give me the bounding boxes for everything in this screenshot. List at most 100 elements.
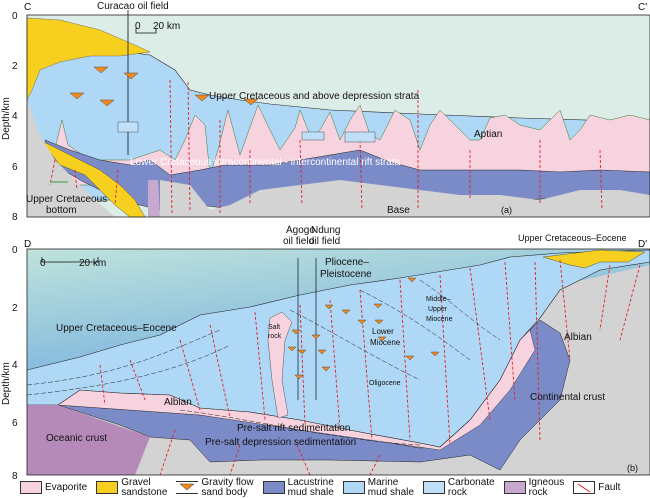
legend-label: Lacustrine xyxy=(287,476,334,488)
fault-swatch xyxy=(573,481,596,494)
svg-text:8: 8 xyxy=(12,471,18,482)
panel-b-y-ticks: 0 2 4 6 8 xyxy=(12,245,18,482)
legend-label: Igneous xyxy=(528,476,565,488)
section-b-start-label: D xyxy=(24,239,31,250)
svg-text:2: 2 xyxy=(12,303,18,314)
legend-label: Fault xyxy=(598,481,621,493)
legend-label-2: sand body xyxy=(201,486,248,498)
panel-b-y-axis-title: Depth/km xyxy=(1,362,12,405)
section-start-label: C xyxy=(24,2,31,13)
ndung-label-1: Ndung xyxy=(311,225,340,236)
gravel-swatch xyxy=(96,481,119,494)
panel-b-salt-dome xyxy=(267,311,293,419)
panel-b-oceanic-crust xyxy=(27,405,150,475)
uc-bottom-label-2: bottom xyxy=(46,205,77,216)
legend-label: Gravel xyxy=(121,476,151,488)
continental-crust-label: Continental crust xyxy=(530,392,605,403)
base-label: Base xyxy=(387,205,410,216)
legend-label-2: mud shale xyxy=(287,486,334,498)
oceanic-crust-label: Oceanic crust xyxy=(46,433,107,444)
section-end-label: C' xyxy=(638,2,647,13)
low-miocene-label-2: Miocene xyxy=(370,338,401,347)
panel-b-frame xyxy=(26,248,650,476)
panel-a-faults xyxy=(49,79,603,216)
salt-label-2: rock xyxy=(268,333,282,340)
panel-a-carbonate xyxy=(117,121,376,143)
mid-miocene-label-2: Upper xyxy=(428,306,448,313)
uc-bottom-label-1: Upper Cretaceous xyxy=(26,194,107,205)
svg-text:8: 8 xyxy=(12,212,18,223)
panel-a-base xyxy=(27,100,115,217)
panel-a-gravel-top xyxy=(26,17,151,101)
panel-b: 0 20 km D D' Agogo oil field Ndung oil f… xyxy=(1,225,650,482)
panel-b-scale-bar xyxy=(41,257,99,263)
panel-b-horizons xyxy=(26,279,501,446)
panel-b-gravel-wedge xyxy=(542,249,646,269)
oligocene-label: Oligocene xyxy=(369,380,401,387)
svg-text:2: 2 xyxy=(12,61,18,72)
scale-b-length: 20 km xyxy=(79,258,106,269)
panel-a-frame xyxy=(26,14,650,218)
svg-text:4: 4 xyxy=(12,360,18,371)
legend-label: Evaporite xyxy=(45,481,88,493)
panel-a-evaporite xyxy=(54,104,650,186)
uce-right-label: Upper Cretaceous–Eocene xyxy=(518,233,627,243)
svg-text:6: 6 xyxy=(12,418,18,429)
panel-a-gravity-flow-bodies xyxy=(69,66,259,107)
albian-left-label: Albian xyxy=(164,397,192,408)
agogo-label-2: oil field xyxy=(283,236,314,247)
gravity-flow-swatch xyxy=(176,481,199,494)
scale-length: 20 km xyxy=(153,21,180,32)
oil-field-label: Curacao oil field xyxy=(97,1,169,12)
legend-fault: Fault xyxy=(573,481,620,494)
section-b-end-label: D' xyxy=(638,239,647,250)
panel-a: 0 20 km C C' Curacao oil field Upper Cre… xyxy=(1,1,650,223)
agogo-label-1: Agogo xyxy=(286,225,315,236)
low-miocene-label-1: Lower xyxy=(372,327,394,336)
aptian-label: Aptian xyxy=(474,129,502,140)
legend-label: Gravity flow xyxy=(201,476,254,488)
legend-label: Marine xyxy=(367,476,399,488)
legend-label-2: rock xyxy=(447,486,467,498)
pliocene-label-2: Pleistocene xyxy=(320,269,372,280)
svg-text:4: 4 xyxy=(12,111,18,122)
panel-b-tag: (b) xyxy=(627,463,638,473)
lower-strata-label: Lower Cretaceous intracontinental - inte… xyxy=(130,157,401,168)
evaporite-swatch xyxy=(20,481,42,494)
svg-text:0: 0 xyxy=(12,245,18,256)
panel-a-base-right xyxy=(160,180,650,217)
legend-label-2: rock xyxy=(528,486,548,498)
upper-strata-label: Upper Cretaceous and above depression st… xyxy=(209,91,420,102)
scale-b-zero: 0 xyxy=(40,258,46,269)
panel-a-y-axis-title: Depth/km xyxy=(1,97,12,140)
panel-b-faults xyxy=(99,259,641,476)
presalt-depression-label: Pre-salt depression sedimentation xyxy=(205,437,356,448)
panel-a-igneous xyxy=(148,180,160,217)
carbonate-swatch xyxy=(422,481,445,494)
panel-a-scale-bar xyxy=(135,28,157,34)
pliocene-label-1: Pliocene– xyxy=(325,257,369,268)
marine-swatch xyxy=(342,481,365,494)
lacustrine-swatch xyxy=(262,481,285,494)
panel-a-tag: (a) xyxy=(501,205,512,215)
panel-a-y-ticks: 0 2 4 6 8 xyxy=(12,11,18,223)
albian-right-label: Albian xyxy=(564,332,592,343)
legend-label-2: mud shale xyxy=(367,486,414,498)
igneous-swatch xyxy=(503,481,526,494)
panel-b-gravity-flow-bodies xyxy=(287,277,440,380)
legend-evaporite: Evaporite xyxy=(20,481,87,494)
legend-label-2: sandstone xyxy=(121,486,168,498)
ndung-label-2: oil field xyxy=(309,236,340,247)
svg-text:6: 6 xyxy=(12,162,18,173)
svg-text:0: 0 xyxy=(12,11,18,22)
scale-zero: 0 xyxy=(135,21,141,32)
mid-miocene-label-1: Middle– xyxy=(426,296,451,303)
uce-left-label: Upper Cretaceous–Eocene xyxy=(56,323,177,334)
